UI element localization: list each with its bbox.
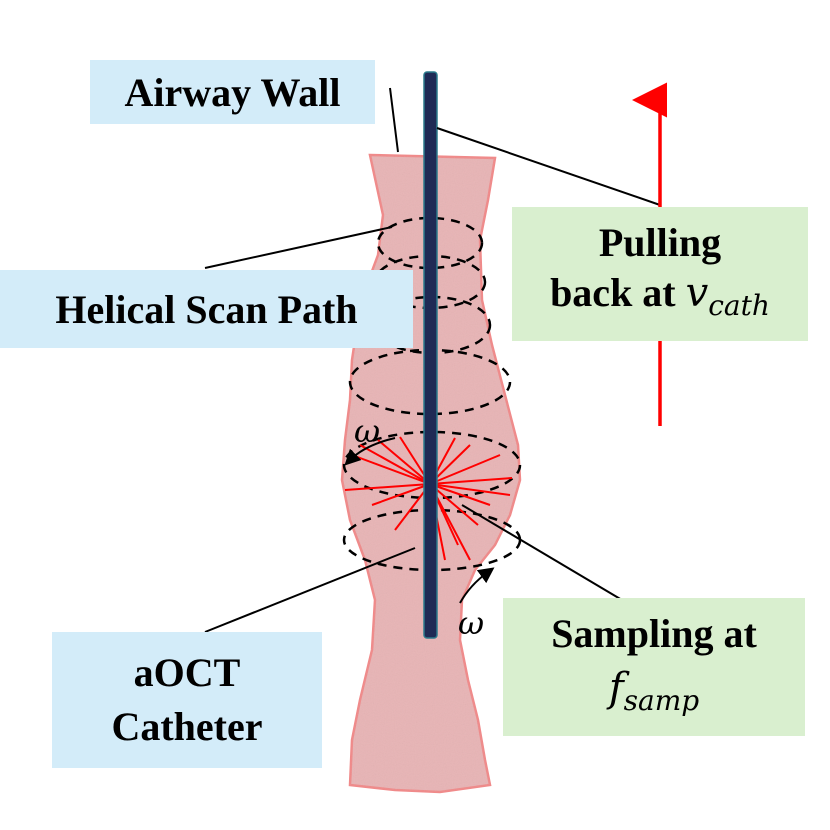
catheter-label: aOCT Catheter [52,632,322,768]
omega-upper: ω [354,412,381,450]
catheter-rod [423,71,438,639]
sampling-label: Sampling at fsamp [503,598,805,736]
pulling-back-line1: Pulling [598,219,722,265]
helical-scan-path-label: Helical Scan Path [0,270,413,348]
pulling-back-label: Pulling back at vcath [512,207,808,341]
sampling-line1: Sampling at [551,610,757,656]
omega-lower: ω [458,604,485,642]
catheter-line2: Catheter [111,704,263,749]
airway-wall-text: Airway Wall [124,69,341,115]
sampling-frequency-symbol: fsamp [608,664,700,717]
catheter-line1: aOCT [133,650,241,695]
leader-lines [204,87,661,633]
helical-scan-path-text: Helical Scan Path [55,286,358,332]
rotation-arrow-upper [344,437,396,466]
pull-velocity-symbol: vcath [685,269,770,322]
airway-wall-label: Airway Wall [90,60,375,124]
rotation-arrow-lower [459,567,495,604]
pulling-back-line2: back at vcath [550,269,770,322]
